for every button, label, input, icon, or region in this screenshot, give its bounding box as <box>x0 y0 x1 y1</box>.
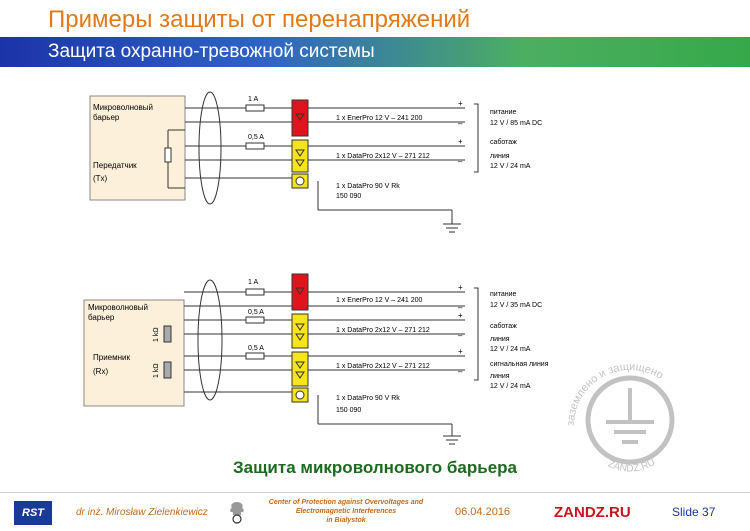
svg-text:1 kΩ: 1 kΩ <box>153 363 160 378</box>
svg-text:+: + <box>458 311 463 320</box>
top-device-label-2: барьер <box>93 113 120 122</box>
svg-text:0,5 A: 0,5 A <box>248 309 264 316</box>
svg-text:–: – <box>458 157 463 166</box>
top-diagram: Микроволновый барьер Передатчик (Tx) 1 A… <box>89 91 542 233</box>
svg-text:саботаж: саботаж <box>490 138 517 146</box>
svg-text:12 V / 85 mA DC: 12 V / 85 mA DC <box>490 120 542 127</box>
brand-name: ZANDZ.RU <box>554 504 631 521</box>
svg-text:–: – <box>458 367 463 376</box>
top-fuse-1-label: 1 A <box>248 96 258 103</box>
bottom-module-yellow-2 <box>291 351 309 387</box>
svg-text:1 x EnerPro 12 V – 241 200: 1 x EnerPro 12 V – 241 200 <box>336 297 422 304</box>
top-fuse-1 <box>245 104 265 112</box>
bottom-resistor-1 <box>163 325 172 343</box>
svg-text:12 V / 24 mA: 12 V / 24 mA <box>490 346 531 353</box>
svg-text:питание: питание <box>490 291 516 298</box>
watermark-text: заземлено и защищено <box>565 361 665 426</box>
svg-text:саботаж: саботаж <box>490 322 517 330</box>
svg-text:+: + <box>458 283 463 292</box>
svg-text:1 kΩ: 1 kΩ <box>153 327 160 342</box>
svg-text:линия: линия <box>490 373 510 380</box>
svg-text:линия: линия <box>490 153 510 160</box>
top-cable-shield <box>198 91 222 205</box>
top-prot-3-code: 150 090 <box>336 193 361 200</box>
subtitle-bar: Защита охранно-тревожной системы <box>0 37 750 67</box>
bottom-module-red <box>291 273 309 311</box>
svg-text:1 x DataPro 2x12 V – 271 212: 1 x DataPro 2x12 V – 271 212 <box>336 327 430 334</box>
svg-text:+: + <box>458 99 463 108</box>
svg-text:линия: линия <box>490 336 510 343</box>
svg-text:+: + <box>458 137 463 146</box>
bottom-cable-shield <box>197 279 223 401</box>
top-tx-label-2: (Tx) <box>93 174 108 183</box>
page-subtitle: Защита охранно-тревожной системы <box>48 41 375 62</box>
svg-text:1 x DataPro 90 V Rk: 1 x DataPro 90 V Rk <box>336 395 400 402</box>
top-prot-3: 1 x DataPro 90 V Rk <box>336 183 400 190</box>
svg-text:+: + <box>458 347 463 356</box>
svg-text:–: – <box>458 303 463 312</box>
footer: RST dr inż. Mirosław Zielenkiewicz Cente… <box>0 492 750 531</box>
svg-text:питание: питание <box>490 109 516 116</box>
center-name: Center of Protection against Overvoltage… <box>268 499 424 524</box>
svg-text:Микроволновый: Микроволновый <box>88 303 148 312</box>
svg-text:барьер: барьер <box>88 313 115 322</box>
author: dr inż. Mirosław Zielenkiewicz <box>76 507 208 518</box>
watermark-ground-logo: заземлено и защищено ZANDZ.RU <box>565 361 675 474</box>
bottom-resistor-2 <box>163 361 172 379</box>
svg-text:12 V / 35 mA DC: 12 V / 35 mA DC <box>490 302 542 309</box>
center-logo-icon <box>230 502 244 524</box>
page-title: Примеры защиты от перенапряжений <box>48 6 471 33</box>
bottom-module-yellow-1 <box>291 313 309 349</box>
svg-text:(Rx): (Rx) <box>93 367 108 376</box>
svg-text:Приемник: Приемник <box>93 353 131 362</box>
top-fuse-2-label: 0,5 A <box>248 134 264 141</box>
top-fuse-2 <box>245 142 265 150</box>
top-prot-2: 1 x DataPro 2x12 V – 271 212 <box>336 153 430 160</box>
svg-text:–: – <box>458 331 463 340</box>
bottom-diagram: Микроволновый барьер Приемник (Rx) 1 kΩ … <box>83 273 549 445</box>
top-device-label-1: Микроволновый <box>93 103 153 112</box>
svg-text:12 V / 24 mA: 12 V / 24 mA <box>490 163 531 170</box>
svg-text:сигнальная линия: сигнальная линия <box>490 361 549 368</box>
top-prot-1: 1 x EnerPro 12 V – 241 200 <box>336 115 422 122</box>
wiring-diagram: Микроволновый барьер Передатчик (Tx) 1 A… <box>83 91 549 445</box>
svg-text:1 x DataPro 2x12 V – 271 212: 1 x DataPro 2x12 V – 271 212 <box>336 363 430 370</box>
diagram-caption: Защита микроволнового барьера <box>232 458 517 477</box>
top-resistor <box>164 147 172 163</box>
svg-text:0,5 A: 0,5 A <box>248 345 264 352</box>
svg-text:150 090: 150 090 <box>336 407 361 414</box>
svg-text:–: – <box>458 119 463 128</box>
svg-text:1 A: 1 A <box>248 279 258 286</box>
svg-text:12 V / 24 mA: 12 V / 24 mA <box>490 383 531 390</box>
title-bar: Примеры защиты от перенапряжений <box>0 4 750 34</box>
top-module-red <box>291 99 309 137</box>
rst-logo: RST <box>14 501 52 525</box>
top-tx-label-1: Передатчик <box>93 161 137 170</box>
bottom-device-box <box>83 299 185 407</box>
slide-date: 06.04.2016 <box>455 506 511 518</box>
slide-number: Slide 37 <box>672 505 716 519</box>
